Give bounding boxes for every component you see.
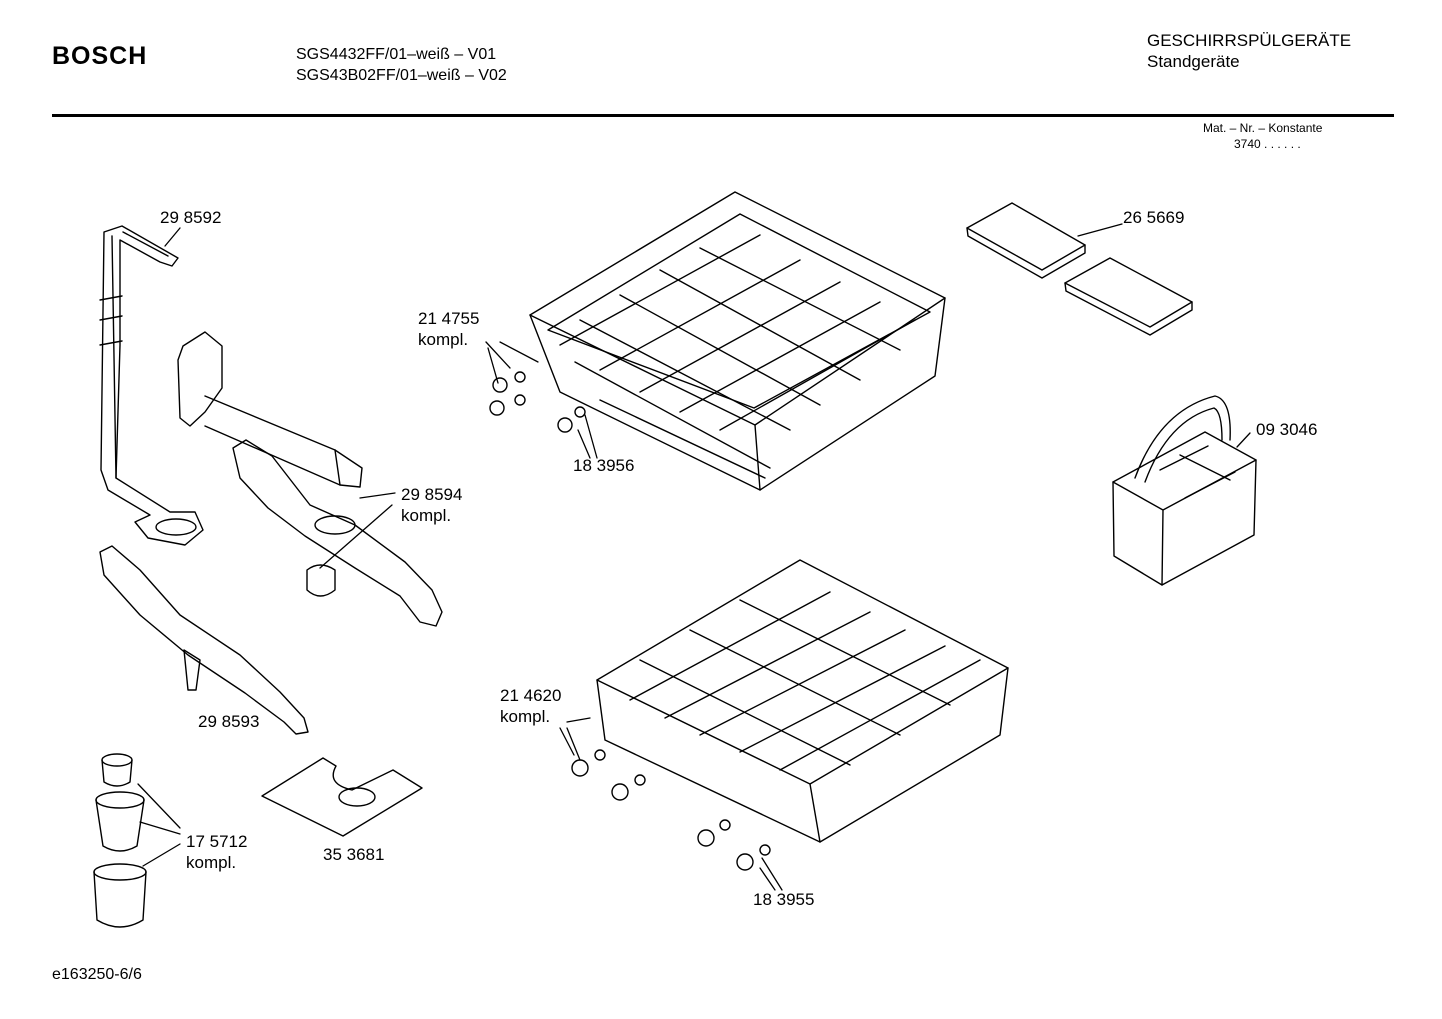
sieve-plate bbox=[262, 758, 422, 836]
model-line-1: SGS4432FF/01–weiß – V01 bbox=[296, 46, 497, 63]
part-label-214620: 21 4620 bbox=[500, 686, 562, 705]
part-label-175712-suffix: kompl. bbox=[186, 853, 237, 872]
part-label-353681: 35 3681 bbox=[323, 845, 385, 864]
part-label-298594: 29 8594 bbox=[401, 485, 463, 504]
part-label-214755: 21 4755 bbox=[418, 309, 480, 328]
mat-nr-value: 3740 . . . . . . bbox=[1234, 137, 1301, 151]
header-divider bbox=[52, 114, 1394, 117]
cup-racks bbox=[967, 203, 1192, 335]
part-label-093046: 09 3046 bbox=[1256, 420, 1318, 439]
spray-arm-supply-pipe bbox=[100, 226, 203, 545]
part-label-214620-suffix: kompl. bbox=[500, 707, 551, 726]
mat-nr-header: Mat. – Nr. – Konstante bbox=[1203, 121, 1323, 135]
lower-basket bbox=[597, 560, 1008, 842]
spray-arm-upper bbox=[233, 440, 442, 626]
part-label-265669: 26 5669 bbox=[1123, 208, 1185, 227]
model-line-2: SGS43B02FF/01–weiß – V02 bbox=[296, 67, 507, 84]
part-label-214755-suffix: kompl. bbox=[418, 330, 469, 349]
part-label-298592: 29 8592 bbox=[160, 208, 222, 227]
appliance-subcategory: Standgeräte bbox=[1147, 52, 1240, 71]
spray-arm-lower bbox=[100, 546, 308, 734]
upper-basket bbox=[530, 192, 945, 490]
appliance-category: GESCHIRRSPÜLGERÄTE bbox=[1147, 31, 1352, 50]
brand-logo: BOSCH bbox=[52, 42, 148, 70]
part-label-183956: 18 3956 bbox=[573, 456, 635, 475]
diagram-id: e163250-6/6 bbox=[52, 966, 142, 983]
part-label-175712: 17 5712 bbox=[186, 832, 248, 851]
leader-lines bbox=[138, 224, 1250, 890]
part-label-183955: 18 3955 bbox=[753, 890, 815, 909]
lower-basket-rollers bbox=[572, 750, 770, 870]
part-label-298593: 29 8593 bbox=[198, 712, 260, 731]
filter-set bbox=[94, 754, 146, 927]
upper-arm-connector bbox=[178, 332, 362, 487]
upper-basket-rollers bbox=[490, 372, 585, 432]
cutlery-basket bbox=[1113, 396, 1256, 585]
part-label-298594-suffix: kompl. bbox=[401, 506, 452, 525]
